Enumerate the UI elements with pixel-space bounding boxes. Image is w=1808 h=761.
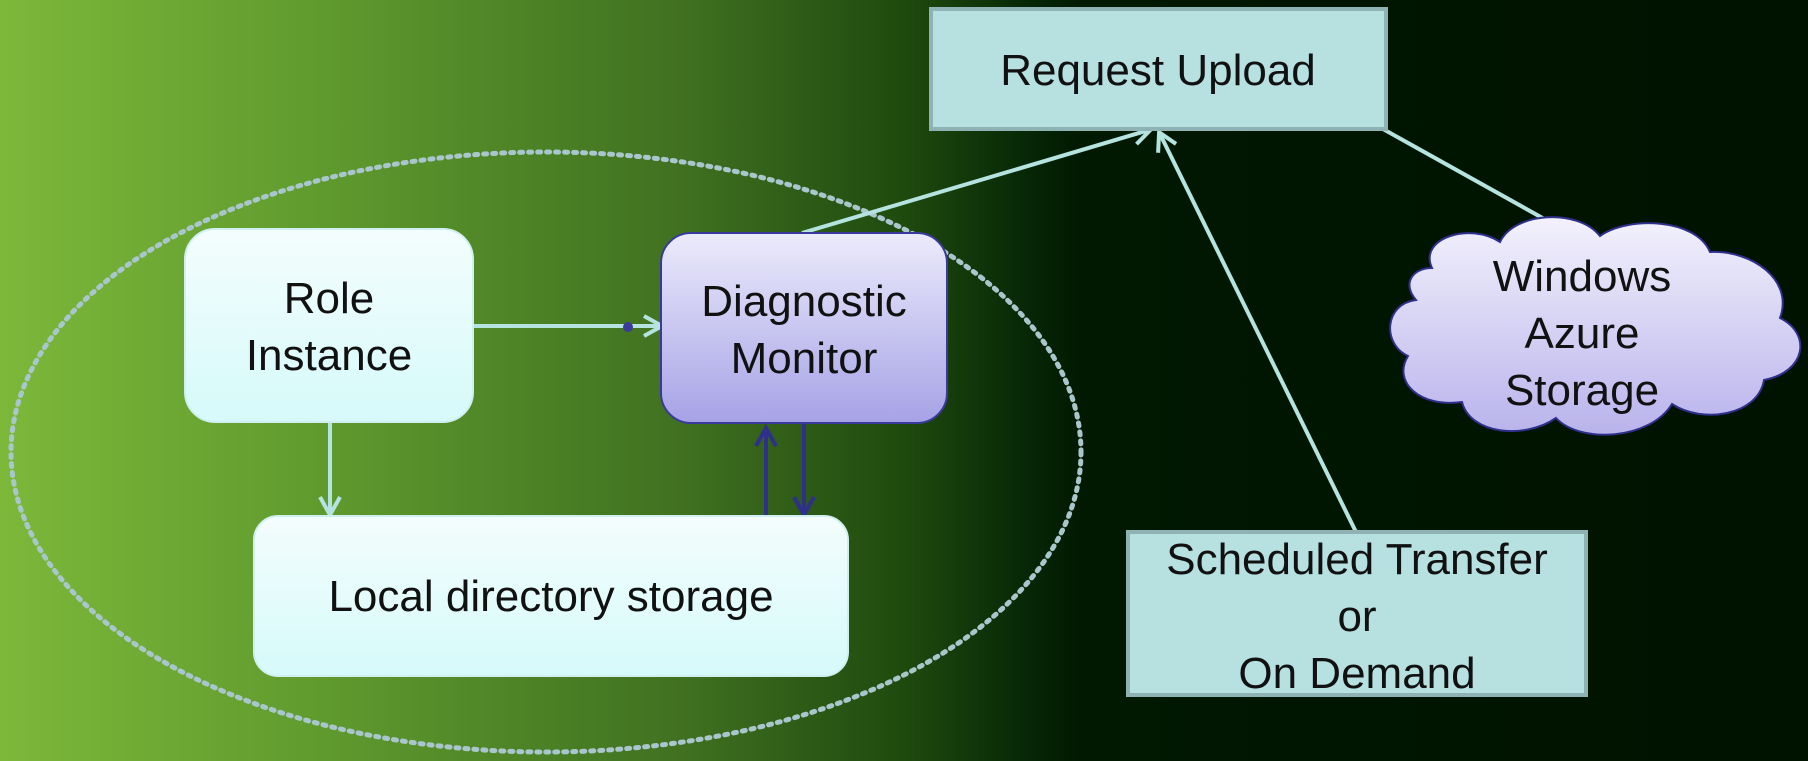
scheduled-transfer-label-line2: or [1337,592,1376,641]
local-storage-label: Local directory storage [328,572,773,621]
azure-storage-label-line2: Azure [1525,309,1640,358]
connector-dot [623,322,633,332]
arrow-monitor-to-request [801,130,1149,235]
diagnostic-monitor-label-line2: Monitor [731,334,878,383]
scheduled-transfer-node: Scheduled Transfer or On Demand [1126,530,1588,698]
azure-storage-cloud: Windows Azure Storage [1389,216,1802,436]
scheduled-transfer-label-line1: Scheduled Transfer [1166,535,1548,584]
local-storage-node: Local directory storage [253,515,849,677]
role-instance-node: Role Instance [184,228,474,423]
azure-storage-label-line1: Windows [1493,252,1672,301]
role-instance-label-line1: Role [284,274,375,323]
diagnostic-monitor-label-line1: Diagnostic [701,277,906,326]
request-upload-label: Request Upload [1000,46,1316,95]
azure-storage-label-line3: Storage [1505,366,1659,415]
diagnostic-monitor-node: Diagnostic Monitor [660,232,948,424]
arrow-scheduled-to-request [1160,134,1358,533]
request-upload-node: Request Upload [929,7,1388,131]
role-boundary-ellipse [8,149,1084,755]
scheduled-transfer-label-line3: On Demand [1238,649,1475,698]
role-instance-label-line2: Instance [246,331,412,380]
